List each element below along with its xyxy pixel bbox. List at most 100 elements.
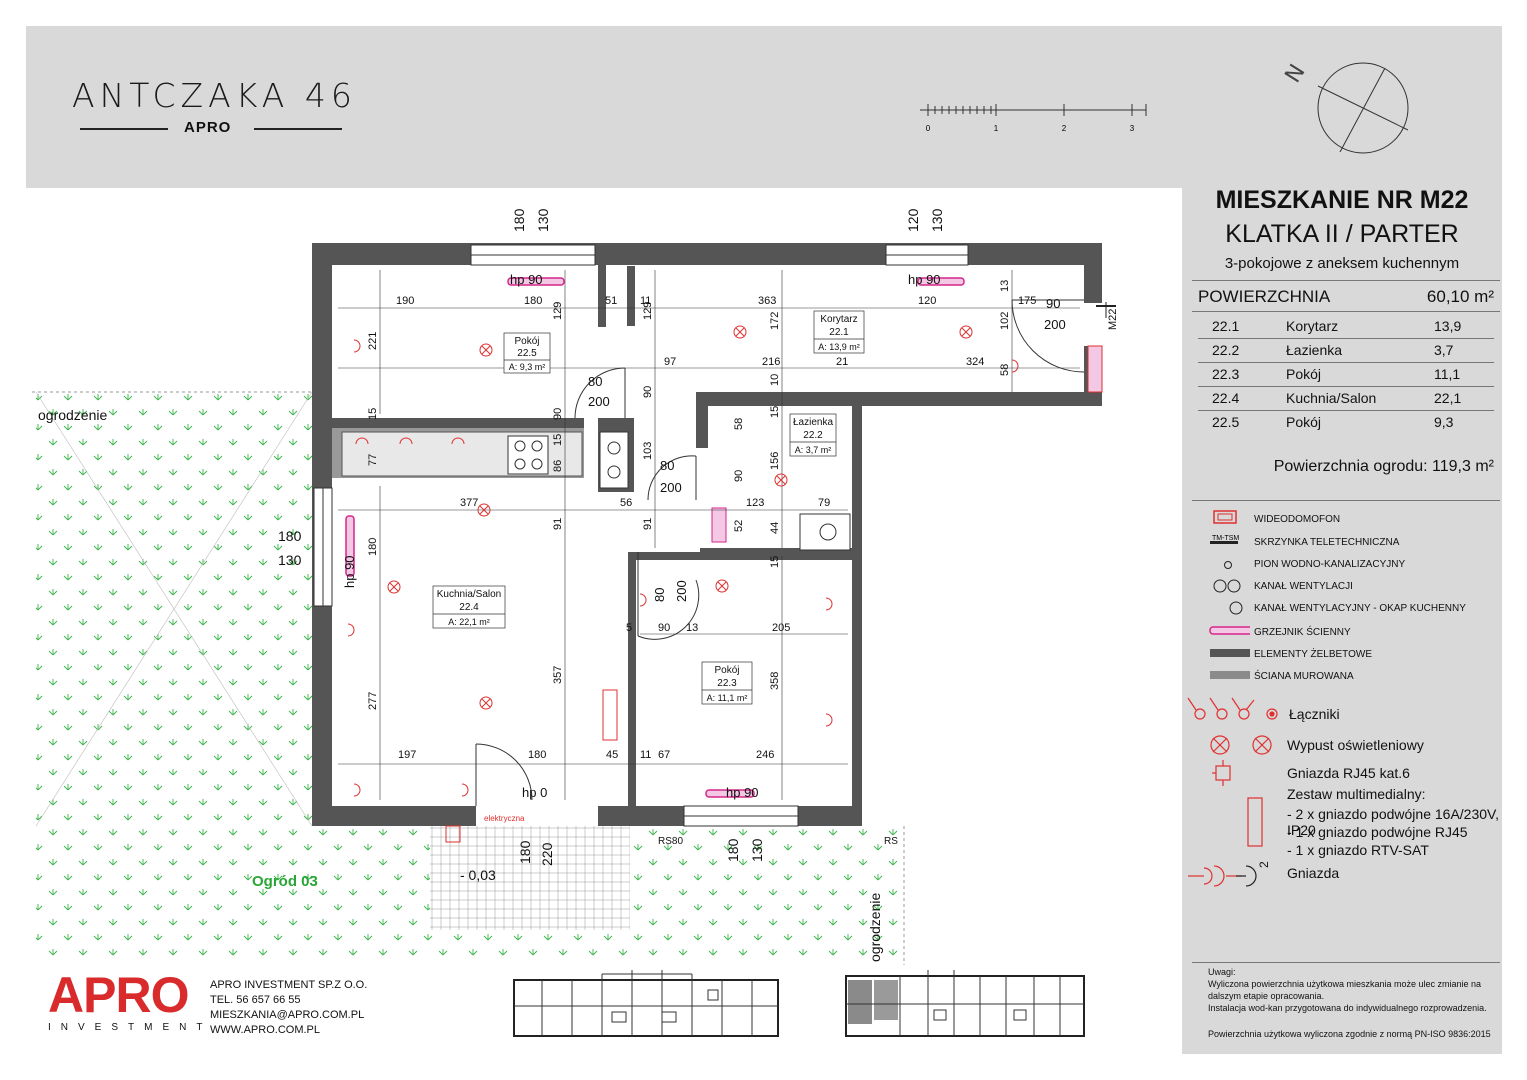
dim-label: 13 bbox=[999, 280, 1011, 292]
legend-videophone: WIDEODOMOFON bbox=[1254, 514, 1341, 525]
dim-label: 90 bbox=[1046, 296, 1060, 311]
dim-label: 246 bbox=[756, 749, 774, 761]
rs-label: RS80 bbox=[658, 836, 683, 847]
legend-masonry: ŚCIANA MUROWANA bbox=[1254, 671, 1354, 682]
logo-sub: INVESTMENT bbox=[48, 1022, 213, 1033]
vent-icon bbox=[1213, 579, 1227, 593]
room-name: Korytarz bbox=[1286, 318, 1339, 334]
dim-label: 205 bbox=[772, 622, 790, 634]
videophone-icon bbox=[1213, 510, 1237, 524]
company-www[interactable]: WWW.APRO.COM.PL bbox=[210, 1024, 320, 1036]
dim-label: 377 bbox=[460, 497, 478, 509]
notes-line: Powierzchnia użytkowa wyliczona zgodnie … bbox=[1208, 1029, 1491, 1039]
garden-lawn-west bbox=[36, 392, 312, 962]
room-area: A: 11,1 m² bbox=[707, 693, 748, 703]
notes-line: Wyliczona powierzchnia użytkowa mieszkan… bbox=[1208, 979, 1482, 989]
notes-title: Uwagi: bbox=[1208, 967, 1236, 977]
radiator-icon bbox=[1209, 626, 1250, 635]
room-box-lazienka bbox=[789, 413, 837, 457]
tm-tsm-label: TM-TSM bbox=[1212, 535, 1239, 542]
room-area: 22,1 bbox=[1434, 390, 1462, 406]
windows bbox=[313, 244, 969, 827]
dim-label: 156 bbox=[769, 452, 781, 470]
dim-label: 324 bbox=[966, 356, 984, 368]
legend-telecom: SKRZYNKA TELETECHNICZNA bbox=[1254, 537, 1400, 548]
scale-label-0: 0 bbox=[926, 124, 931, 133]
legend-divider bbox=[1192, 500, 1500, 501]
apartment-door-label: M22 bbox=[1107, 309, 1119, 330]
dim-label: 5 bbox=[626, 622, 632, 634]
dim-label: 90 bbox=[552, 408, 564, 420]
room-box-pokoj-225 bbox=[503, 332, 551, 374]
room-area: 9,3 bbox=[1434, 414, 1454, 430]
dim-label: 79 bbox=[818, 497, 830, 509]
project-subtitle: APRO bbox=[80, 118, 342, 138]
window-label: hp 90 bbox=[726, 785, 759, 800]
dim-label: 11 bbox=[640, 295, 651, 307]
legend-multimedia-2: - 1 x gniazdo podwójne RJ45 bbox=[1287, 824, 1468, 840]
concrete-icon bbox=[1210, 649, 1250, 657]
room-area: A: 22,1 m² bbox=[448, 617, 490, 627]
dim-label: 363 bbox=[758, 295, 776, 307]
doors bbox=[475, 299, 1085, 806]
dim-label: 180 bbox=[725, 838, 741, 862]
masonry-icon bbox=[1210, 671, 1250, 679]
fridge-vent bbox=[599, 431, 629, 489]
area-header: POWIERZCHNIA 60,10 m² bbox=[1192, 280, 1500, 312]
room-num: 22.4 bbox=[459, 602, 479, 613]
scale-label-1: 1 bbox=[994, 124, 999, 133]
room-name: Pokój bbox=[514, 336, 539, 347]
dim-label: 357 bbox=[552, 666, 564, 684]
dim-label: 220 bbox=[539, 842, 555, 866]
room-row: 22.1 Korytarz 13,9 bbox=[1198, 314, 1494, 339]
window-label: hp 90 bbox=[908, 272, 941, 287]
dim-label: 102 bbox=[999, 312, 1011, 330]
fence-label: ogrodzenie bbox=[867, 893, 883, 962]
legend-riser: PION WODNO-KANALIZACYJNY bbox=[1254, 559, 1406, 570]
room-name: Pokój bbox=[714, 665, 739, 676]
room-num: 22.5 bbox=[517, 348, 537, 359]
scale-label-3: 3 bbox=[1130, 124, 1135, 133]
dim-label: 130 bbox=[749, 838, 765, 862]
dim-label: 86 bbox=[552, 460, 564, 472]
dim-label: 10 bbox=[769, 374, 781, 386]
dim-label: 67 bbox=[658, 749, 670, 761]
room-num: 22.3 bbox=[1212, 366, 1240, 382]
rs-label: RS bbox=[884, 836, 898, 847]
dim-label: 180 bbox=[367, 538, 379, 556]
dim-label: 180 bbox=[278, 528, 302, 544]
company-tel: TEL. 56 657 66 55 bbox=[210, 994, 301, 1006]
legend-concrete: ELEMENTY ŻELBETOWE bbox=[1254, 649, 1372, 660]
dim-label: 15 bbox=[769, 556, 781, 568]
apartment-stair: KLATKA II / PARTER bbox=[1225, 220, 1459, 248]
area-value: 60,10 m² bbox=[1426, 287, 1494, 306]
dim-label: 97 bbox=[664, 356, 676, 368]
legend-multimedia-title: Zestaw multimedialny: bbox=[1287, 786, 1426, 802]
door-label: hp 0 bbox=[522, 785, 547, 800]
legend-multimedia-1: - 2 x gniazdo podwójne 16A/230V, IP20 bbox=[1287, 806, 1499, 838]
room-box-kuchnia bbox=[432, 585, 506, 629]
dim-label: 15 bbox=[552, 434, 564, 446]
room-area: 11,1 bbox=[1434, 366, 1461, 382]
company-email[interactable]: MIESZKANIA@APRO.COM.PL bbox=[210, 1009, 365, 1021]
dim-label: 129 bbox=[642, 302, 654, 320]
dim-label: 13 bbox=[686, 622, 698, 634]
dim-label: 15 bbox=[769, 406, 781, 418]
dim-label: 180 bbox=[528, 749, 546, 761]
dim-label: 15 bbox=[367, 408, 379, 420]
room-num: 22.2 bbox=[1212, 342, 1240, 358]
dim-label: 180 bbox=[511, 208, 527, 232]
garden-area: Powierzchnia ogrodu: 119,3 m² bbox=[1273, 458, 1494, 475]
dim-label: 44 bbox=[769, 522, 781, 534]
room-area: 3,7 bbox=[1434, 342, 1454, 358]
dim-label: 129 bbox=[552, 302, 564, 320]
dim-label: 103 bbox=[642, 442, 654, 460]
dimension-lines bbox=[338, 270, 1080, 800]
legend-sockets: Gniazda bbox=[1287, 865, 1340, 881]
apartment-title: MIESZKANIE NR M22 bbox=[1215, 186, 1469, 214]
legend-rj45: Gniazda RJ45 kat.6 bbox=[1287, 765, 1410, 781]
room-name: Pokój bbox=[1286, 414, 1322, 430]
logo-text: APRO bbox=[48, 967, 189, 1023]
fence-label: ogrodzenie bbox=[38, 407, 107, 423]
dim-label: 58 bbox=[733, 418, 745, 430]
